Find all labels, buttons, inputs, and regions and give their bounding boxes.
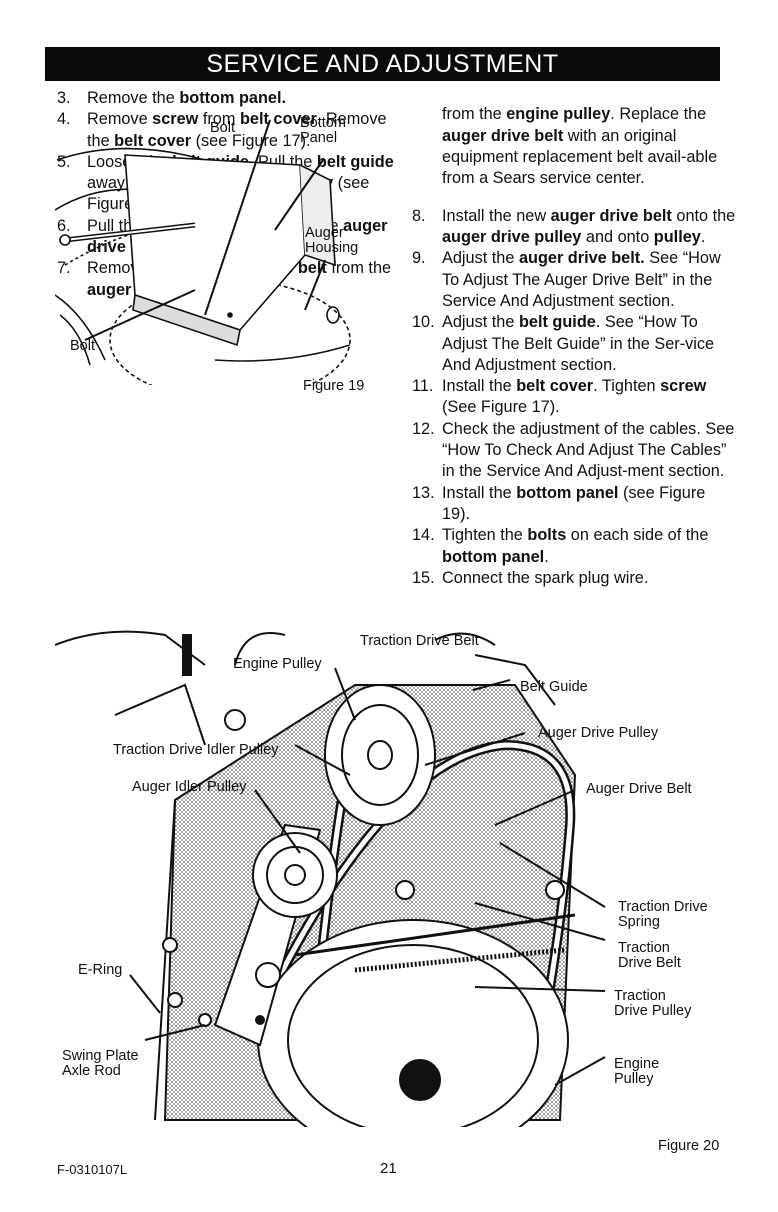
instruction-step: 10.Adjust the belt guide. See “How To Ad… [412, 313, 715, 374]
step-number: 11. [412, 377, 434, 396]
instruction-step: 3.Remove the bottom panel. [57, 88, 397, 109]
step-7-continuation: from the engine pulley. Replace the auge… [442, 105, 718, 188]
figure-19-caption: Figure 19 [303, 378, 365, 394]
fig19-label-bolt-top: Bolt [210, 120, 235, 136]
document-code: F-0310107L [57, 1162, 128, 1177]
step-number: 4. [57, 110, 71, 129]
step-number: 14. [412, 526, 435, 545]
step-number: 12. [412, 419, 435, 438]
fig20-label-traction-drive-spring: Traction Drive Spring [618, 899, 708, 930]
step-number: 13. [412, 483, 435, 502]
step-number: 10. [412, 313, 435, 332]
instruction-step: 8.Install the new auger drive belt onto … [412, 206, 736, 247]
instruction-step: 11.Install the belt cover. Tighten screw… [412, 377, 707, 417]
instruction-step: 4.Remove screw from belt cover. Remove t… [57, 110, 387, 150]
right-step-list: 8.Install the new auger drive belt onto … [412, 206, 737, 589]
step-number: 6. [57, 216, 71, 235]
fig19-label-bolt-left: Bolt [70, 338, 95, 354]
fig20-label-engine-pulley-top: Engine Pulley [233, 656, 322, 672]
fig20-label-auger-drive-pulley: Auger Drive Pulley [538, 725, 659, 741]
instruction-step: 15.Connect the spark plug wire. [412, 568, 737, 589]
figure-19-illustration [55, 119, 351, 385]
step-number: 3. [57, 89, 71, 107]
step-number: 9. [412, 249, 426, 268]
instruction-step: 13.Install the bottom panel (see Figure … [412, 483, 706, 523]
fig20-label-auger-drive-belt: Auger Drive Belt [586, 781, 692, 797]
fig20-label-swing-plate-axle-rod: Swing Plate Axle Rod [62, 1048, 139, 1079]
fig20-label-traction-drive-pulley: Traction Drive Pulley [614, 988, 692, 1019]
fig20-label-traction-drive-belt: Traction Drive Belt [618, 940, 681, 971]
instruction-step: 12.Check the adjustment of the cables. S… [412, 419, 735, 481]
fig20-label-e-ring: E-Ring [78, 962, 123, 978]
right-instructions: from the engine pulley. Replace the auge… [412, 88, 737, 589]
instruction-step: 14.Tighten the bolts on each side of the… [412, 526, 709, 566]
fig20-label-belt-guide: Belt Guide [520, 679, 588, 695]
fig20-label-engine-pulley-bottom: Engine Pulley [614, 1056, 660, 1087]
figure-20-illustration [55, 630, 606, 1127]
fig19-label-auger-housing: Auger Housing [305, 225, 359, 256]
fig19-label-bottom-panel: Bottom Panel [300, 115, 346, 146]
section-header: SERVICE AND ADJUSTMENT [45, 47, 720, 81]
figure-20-caption: Figure 20 [658, 1138, 720, 1154]
step-number: 8. [412, 206, 426, 225]
instruction-step: 9.Adjust the auger drive belt. See “How … [412, 249, 721, 310]
page-number: 21 [380, 1160, 397, 1177]
fig20-label-traction-drive-idler-pulley: Traction Drive Idler Pulley [113, 742, 279, 758]
step-number: 15. [412, 568, 435, 587]
fig20-label-auger-idler-pulley: Auger Idler Pulley [132, 779, 247, 795]
fig20-label-traction-drive-belt-top: Traction Drive Belt [360, 633, 479, 649]
